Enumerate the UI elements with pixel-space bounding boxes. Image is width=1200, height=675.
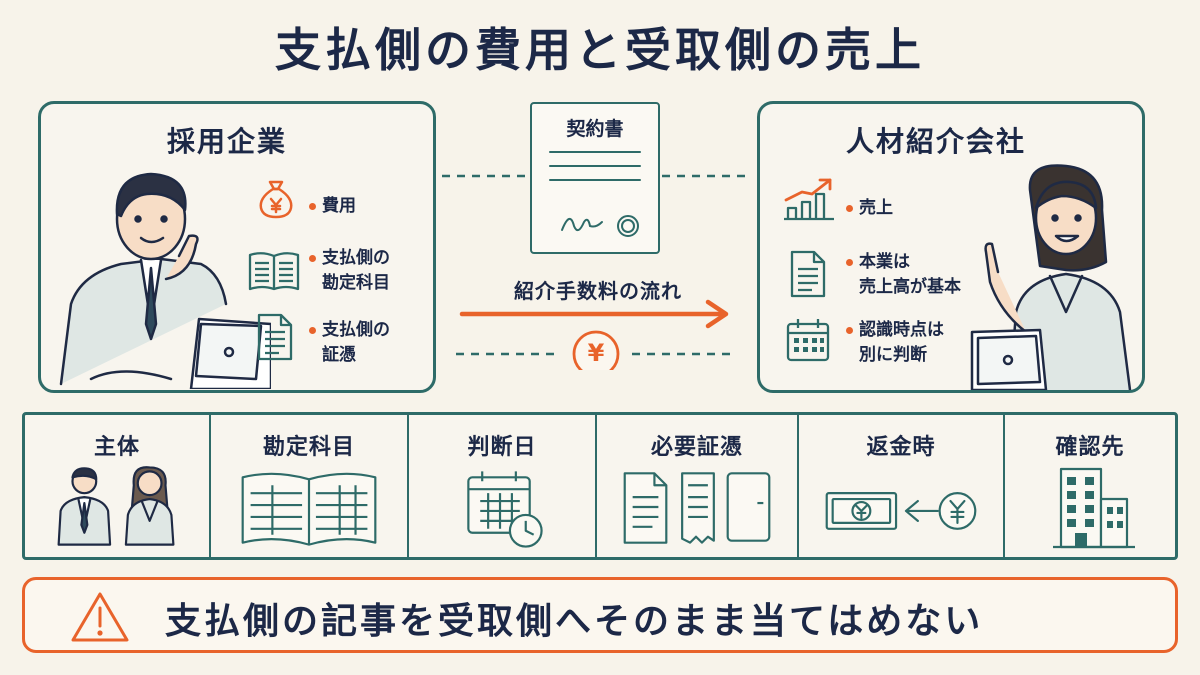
comparison-cell-account: 勘定科目 (211, 415, 409, 557)
comparison-label: 必要証憑 (650, 435, 743, 460)
comparison-row: 主体 勘定科目 判断日 (22, 412, 1178, 560)
comparison-cell-required-evidence: 必要証憑 (597, 415, 799, 557)
right-bullet-2: 本業は 売上高が基本 (846, 250, 961, 300)
comparison-cell-entity: 主体 (25, 415, 211, 557)
right-bullet-1: 売上 (846, 196, 893, 221)
left-panel-title: 採用企業 (167, 125, 288, 158)
yen-symbol: ¥ (587, 339, 605, 367)
businessman-laptop-icon (59, 172, 271, 389)
contract-lines-signature-icon (549, 151, 641, 237)
growth-chart-icon (784, 178, 834, 221)
flow-label: 紹介手数料の流れ (514, 279, 682, 303)
people-icon (57, 466, 175, 546)
comparison-label: 判断日 (467, 435, 537, 460)
document-icon (257, 313, 293, 361)
calendar-clock-icon (467, 471, 543, 548)
calendar-icon (786, 319, 830, 362)
comparison-cell-refund: 返金時 (799, 415, 1005, 557)
right-panel-title: 人材紹介会社 (846, 125, 1027, 158)
comparison-label: 勘定科目 (262, 435, 355, 460)
left-bullet-2: 支払側の 勘定科目 (309, 246, 390, 296)
building-icon (1053, 467, 1135, 549)
warning-banner: 支払側の記事を受取側へそのまま当てはめない (22, 577, 1178, 653)
comparison-cell-decision-date: 判断日 (409, 415, 597, 557)
warning-icon (71, 592, 129, 642)
comparison-label: 確認先 (1055, 435, 1125, 460)
left-bullet-3: 支払側の 証憑 (309, 318, 390, 368)
page-title: 支払側の費用と受取側の売上 (275, 23, 925, 77)
flow-arrow (459, 299, 729, 329)
left-bullet-1: 費用 (309, 194, 356, 219)
comparison-label: 返金時 (866, 435, 936, 460)
contract-document: 契約書 (530, 102, 660, 254)
comparison-label: 主体 (93, 435, 140, 460)
right-bullet-3: 認識時点は 別に判断 (846, 318, 944, 368)
warning-text: 支払側の記事を受取側へそのまま当てはめない (165, 601, 984, 642)
contract-title: 契約書 (566, 118, 624, 140)
documents-icon (623, 472, 771, 544)
refund-icon (825, 492, 977, 530)
left-panel-recruiting-company: 採用企業 費用 (38, 101, 436, 393)
document-icon (790, 250, 826, 298)
flow-connectors (442, 174, 752, 370)
right-panel-recruitment-agency: 人材紹介会社 売上 本業は 売上高が基本 認識時点は (757, 101, 1145, 393)
ledger-book-icon (248, 252, 300, 291)
comparison-cell-confirm-with: 確認先 (1005, 415, 1175, 557)
businesswoman-laptop-icon (970, 164, 1132, 390)
money-bag-icon (259, 180, 293, 219)
ledger-book-icon (241, 472, 377, 546)
yen-coin-icon (572, 330, 620, 370)
